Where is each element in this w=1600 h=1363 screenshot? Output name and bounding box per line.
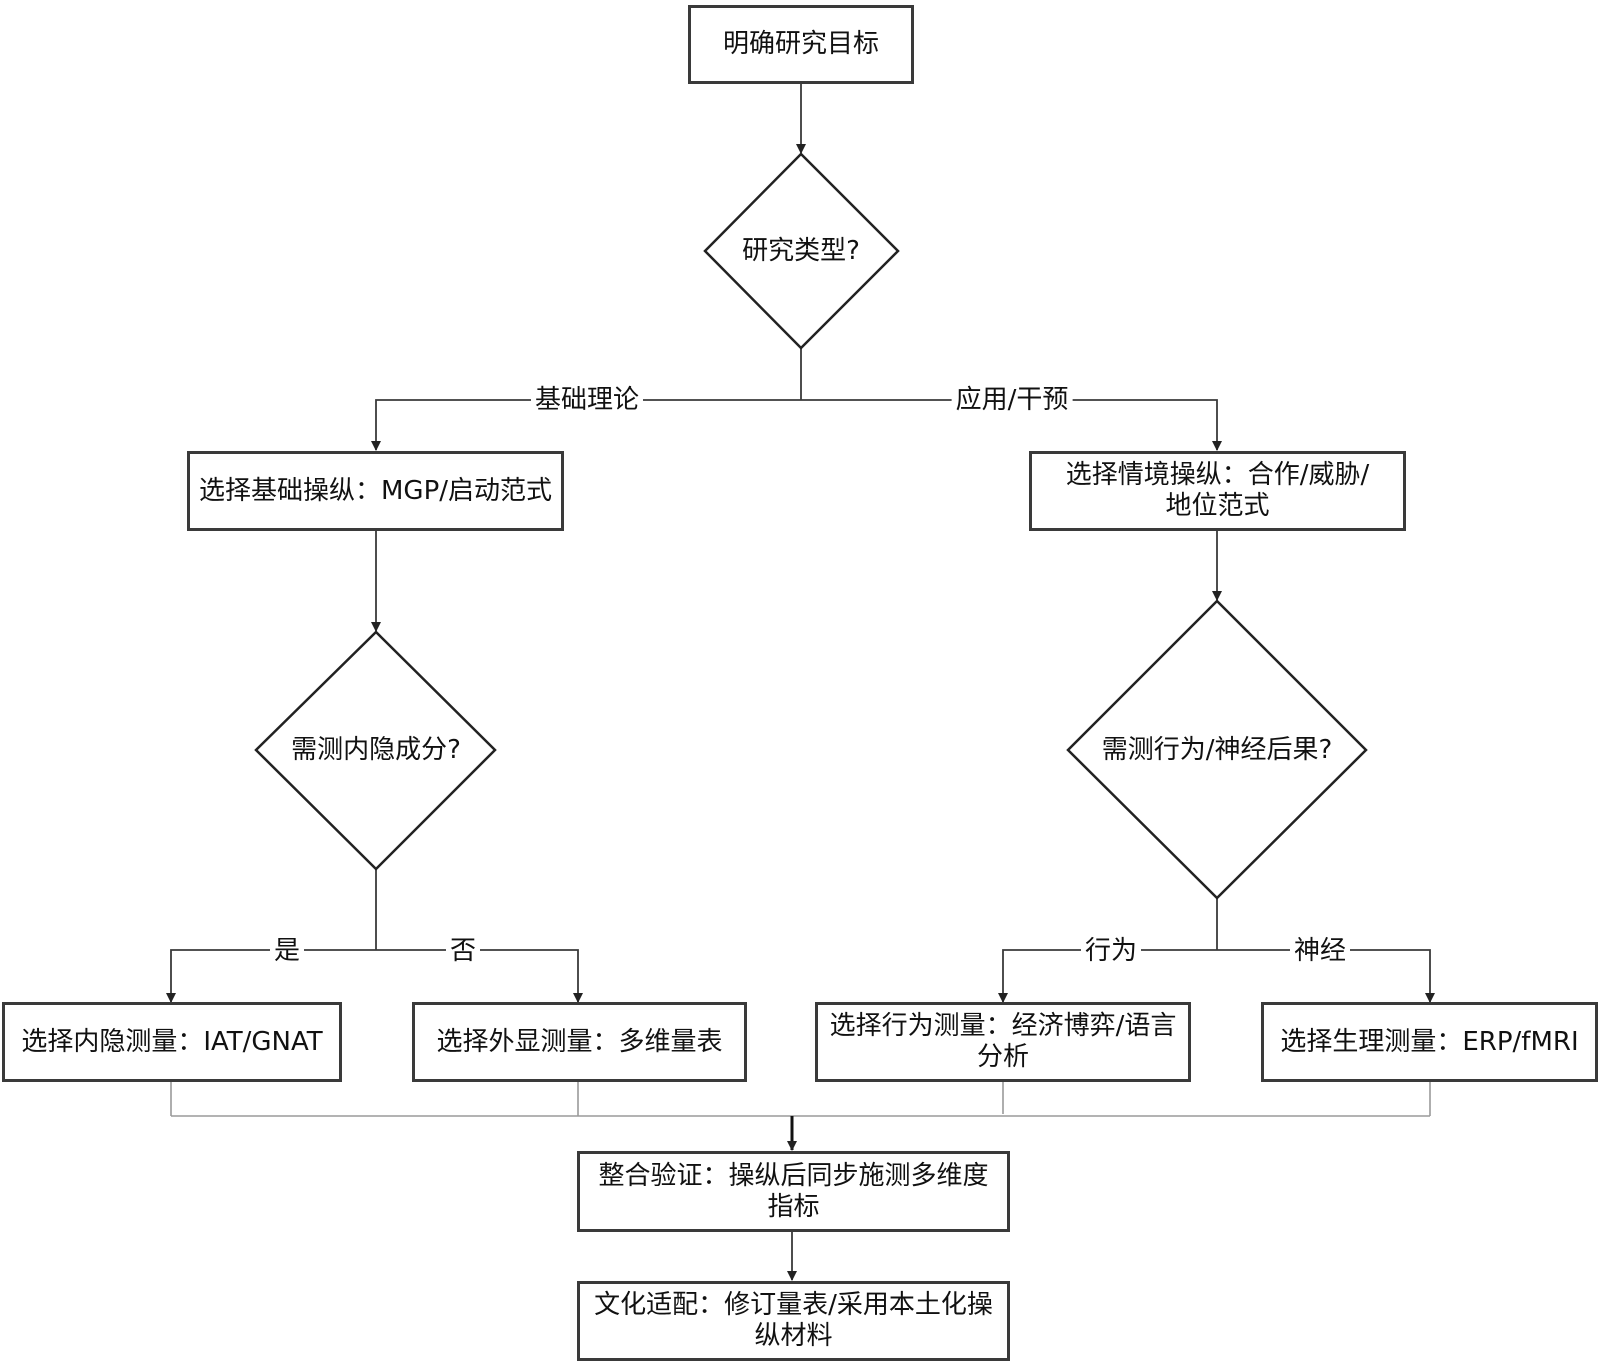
edge-outcome-neural [1217,949,1435,1003]
goal-box: 明确研究目标 [688,5,914,84]
edge-outcome-behavior [998,949,1217,1003]
outcome-question-diamond [1066,599,1368,900]
edge-implicit-no [376,949,583,1003]
edge-type-to-basic [371,399,801,451]
implicit-measure-label: 选择内隐测量：IAT/GNAT [21,1026,323,1057]
edge-implicit-yes [166,949,376,1003]
context-manipulation-label: 选择情境操纵：合作/威胁/地位范式 [1065,460,1370,521]
culture-box: 文化适配：修订量表/采用本土化操纵材料 [577,1281,1010,1361]
physio-measure-box: 选择生理测量：ERP/fMRI [1261,1002,1598,1082]
edge-label-behavior: 行为 [1080,936,1142,966]
basic-manipulation-box: 选择基础操纵：MGP/启动范式 [187,451,564,531]
implicit-measure-box: 选择内隐测量：IAT/GNAT [2,1002,342,1082]
outcome-question-text: 需测行为/神经后果? [1101,734,1333,765]
physio-measure-label: 选择生理测量：ERP/fMRI [1280,1026,1579,1057]
research-type-label: 研究类型? [720,232,882,270]
implicit-question-label: 需测内隐成分? [268,731,484,769]
context-manipulation-box: 选择情境操纵：合作/威胁/地位范式 [1029,451,1406,531]
behavior-measure-box: 选择行为测量：经济博弈/语言分析 [815,1002,1191,1082]
implicit-question-diamond [254,630,497,871]
integrate-box: 整合验证：操纵后同步施测多维度指标 [577,1151,1010,1232]
outcome-question-label: 需测行为/神经后果? [1078,731,1356,769]
basic-manipulation-label: 选择基础操纵：MGP/启动范式 [198,475,553,506]
behavior-measure-label: 选择行为测量：经济博弈/语言分析 [829,1011,1177,1072]
research-type-diamond [703,152,900,350]
edge-label-neural: 神经 [1289,936,1351,966]
explicit-measure-box: 选择外显测量：多维量表 [412,1002,747,1082]
integrate-label: 整合验证：操纵后同步施测多维度指标 [598,1160,989,1222]
culture-label: 文化适配：修订量表/采用本土化操纵材料 [594,1290,993,1351]
edge-type-to-applied [801,399,1222,451]
goal-label: 明确研究目标 [722,29,879,59]
edge-label-yes: 是 [269,936,305,966]
research-type-text: 研究类型? [742,235,860,266]
edge-label-applied: 应用/干预 [951,385,1073,415]
implicit-question-text: 需测内隐成分? [291,734,461,765]
edge-label-basic: 基础理论 [530,385,644,415]
explicit-measure-label: 选择外显测量：多维量表 [436,1026,723,1057]
edge-label-no: 否 [445,936,481,966]
